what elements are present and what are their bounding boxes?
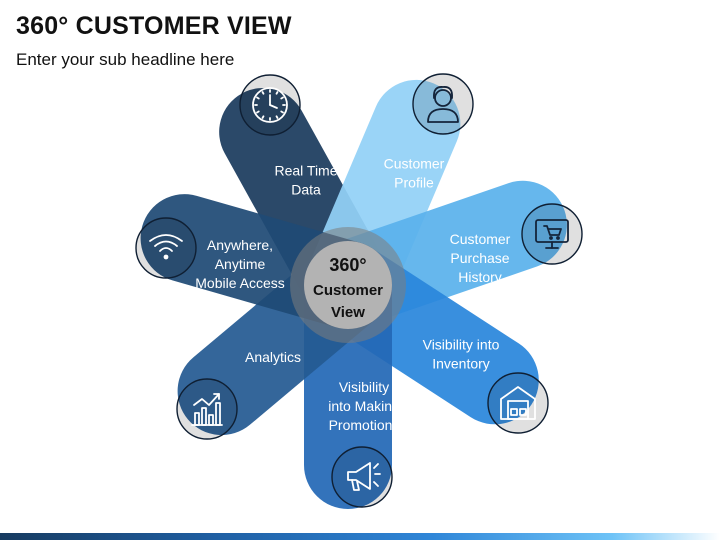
petal-label-line: Customer <box>450 231 511 247</box>
petal-label-line: Visibility <box>339 379 389 395</box>
petal-label-line: History <box>458 269 502 285</box>
petal-label-line: Mobile Access <box>195 275 284 291</box>
center-label-line: 360° <box>329 255 366 275</box>
petal-label-line: Inventory <box>432 356 490 372</box>
petal-label-line: Anywhere, <box>207 237 273 253</box>
petal-label-line: Data <box>291 182 321 198</box>
petal-label-line: Anytime <box>215 256 266 272</box>
petal-label-line: Analytics <box>245 349 301 365</box>
petal-label-line: Real Time <box>274 163 337 179</box>
petal-label-line: Purchase <box>450 250 509 266</box>
page-subtitle: Enter your sub headline here <box>16 50 235 69</box>
bottom-accent-bar <box>0 533 720 540</box>
customer-avatar-icon <box>412 73 474 135</box>
center-label-line: Customer <box>313 282 383 299</box>
megaphone-icon <box>331 446 393 508</box>
clock-icon <box>239 74 301 136</box>
petal-label-line: Visibility into <box>423 337 500 353</box>
petal-label-line: Customer <box>384 156 445 172</box>
wifi-icon <box>135 217 197 279</box>
analytics-chart-icon <box>176 378 238 440</box>
petal-label-line: Profile <box>394 175 434 191</box>
petal-label-line: into Making <box>328 398 400 414</box>
page-title: 360° CUSTOMER VIEW <box>16 12 292 40</box>
shopping-cart-monitor-icon <box>521 203 583 265</box>
petal-label-line: Promotions <box>329 417 400 433</box>
warehouse-icon <box>487 372 549 434</box>
petal-label-analytics: Analytics <box>245 349 301 365</box>
center-label-line: View <box>331 304 365 321</box>
center-hub <box>304 241 392 329</box>
